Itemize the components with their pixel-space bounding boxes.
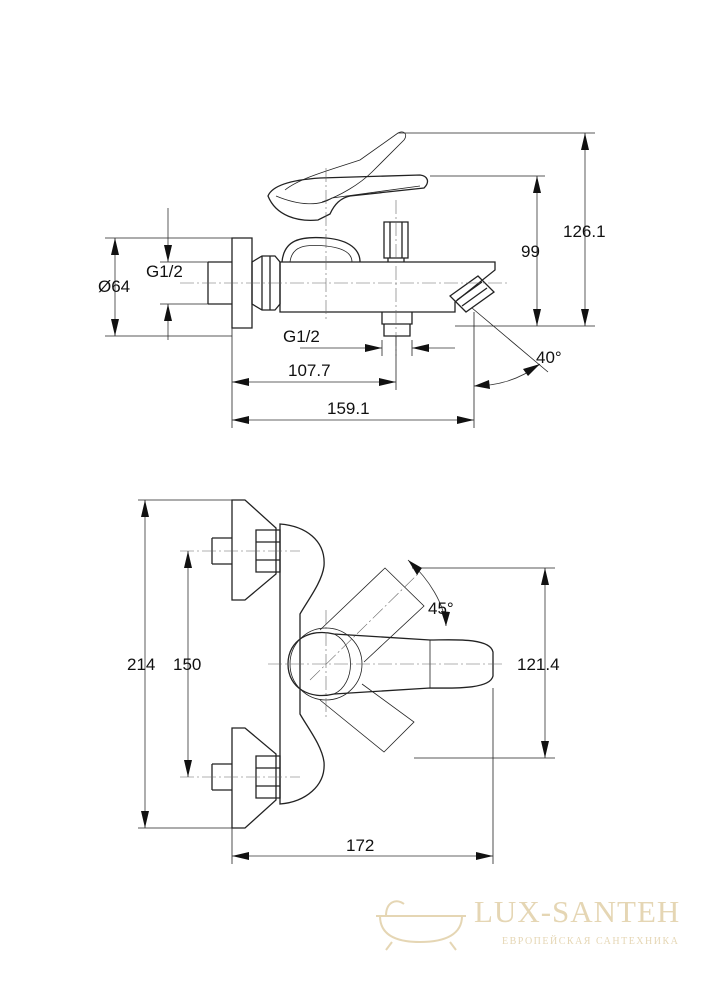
cartridge-dome xyxy=(281,236,361,263)
dim-inlet-spacing: 150 xyxy=(173,655,201,674)
dim-spout-height: 99 xyxy=(521,242,540,261)
dim-lever-angle: 45° xyxy=(428,599,454,618)
dim-top-height: 214 xyxy=(127,655,155,674)
watermark-tagline: ЕВРОПЕЙСКАЯ САНТЕХНИКА xyxy=(502,935,679,947)
side-view: 126.1 99 Ø64 G1/2 G1/2 107.7 159.1 xyxy=(98,131,606,428)
upper-flange xyxy=(231,499,277,601)
bottom-outlet xyxy=(381,312,413,337)
dim-flange-diameter: Ø64 xyxy=(98,277,130,296)
watermark-brand: LUX-SANTEH xyxy=(474,894,680,929)
bathtub-icon xyxy=(376,900,466,951)
mixer-body xyxy=(279,261,496,313)
dim-inlet-thread: G1/2 xyxy=(146,262,183,281)
dim-top-width: 172 xyxy=(346,836,374,855)
dim-height-total: 126.1 xyxy=(563,222,606,241)
diverter-knob xyxy=(383,221,409,262)
dim-outlet-thread: G1/2 xyxy=(283,327,320,346)
spout-aerator xyxy=(448,275,496,313)
top-view: 214 150 121.4 45° 172 xyxy=(127,499,560,864)
mixer-body-top xyxy=(279,523,325,805)
lower-flange xyxy=(231,727,277,829)
lever-raised-outline xyxy=(284,131,406,203)
dim-total-length: 159.1 xyxy=(327,399,370,418)
dim-spout-angle: 40° xyxy=(536,348,562,367)
watermark: LUX-SANTEH ЕВРОПЕЙСКАЯ САНТЕХНИКА xyxy=(376,894,680,951)
lever-rotated-outline xyxy=(319,567,425,753)
dim-diverter-length: 107.7 xyxy=(288,361,331,380)
dim-lever-span: 121.4 xyxy=(517,655,560,674)
lever-handle xyxy=(267,174,429,222)
